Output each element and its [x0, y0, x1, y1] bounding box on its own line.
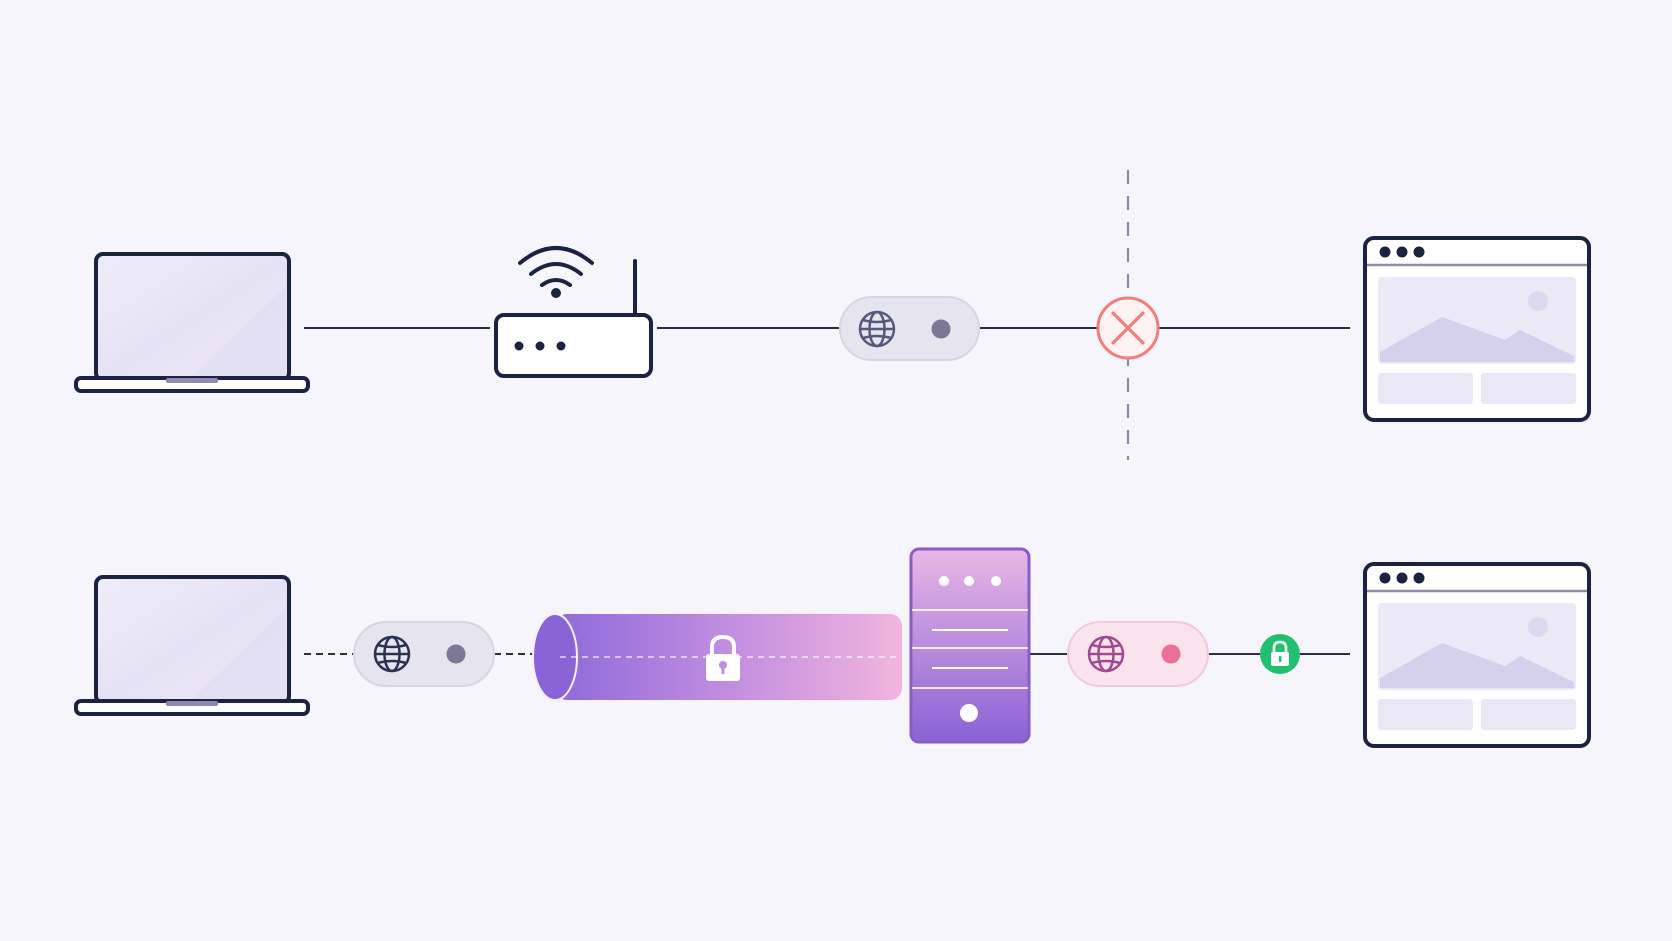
blocked-icon [1096, 296, 1160, 360]
status-dot [931, 319, 951, 339]
wifi-router-icon [494, 246, 653, 378]
status-dot [1161, 644, 1181, 664]
secure-lock-icon [1260, 634, 1300, 674]
status-dot [446, 644, 466, 664]
globe-icon [858, 310, 896, 348]
ip-address-pill [1067, 621, 1209, 687]
laptop-icon [74, 252, 310, 393]
browser-window-icon [1363, 562, 1591, 748]
vpn-server-icon [909, 547, 1031, 744]
browser-window-icon [1363, 236, 1591, 422]
encrypted-tunnel [532, 613, 902, 701]
row-direct-connection [74, 170, 1591, 460]
ip-address-pill [839, 296, 980, 361]
ip-address-pill [353, 621, 495, 687]
row-vpn-connection [74, 547, 1591, 748]
globe-icon [373, 635, 411, 673]
globe-icon [1087, 635, 1125, 673]
lock-icon [706, 634, 740, 681]
laptop-icon [74, 575, 310, 716]
